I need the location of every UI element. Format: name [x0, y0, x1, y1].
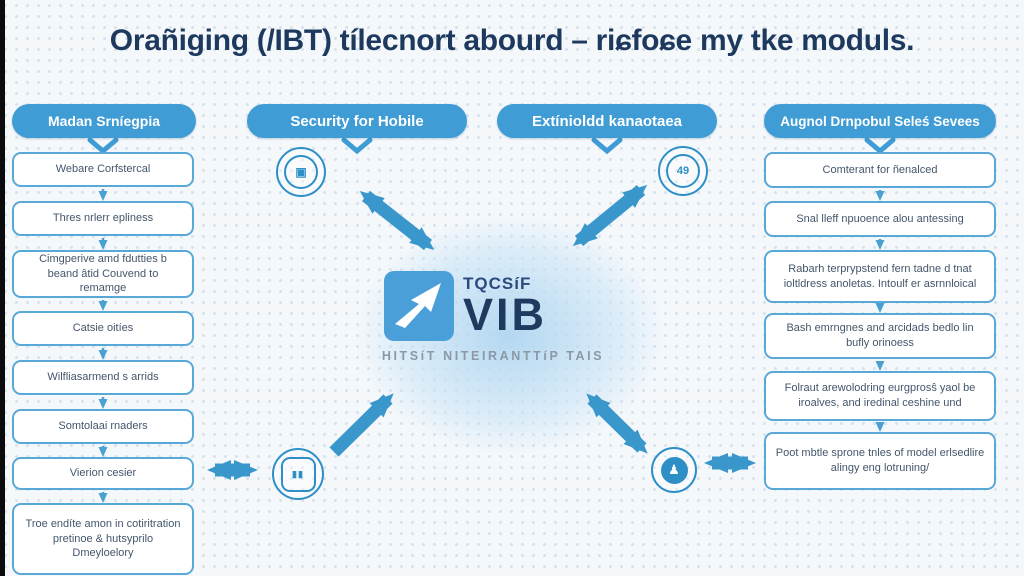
logo-top-text: TQCSíF — [463, 274, 532, 293]
flow-box-left-1: Webare Corfstercal — [12, 152, 194, 187]
number-badge-icon: 49 — [658, 146, 708, 196]
header-security: Security for Hobile — [247, 104, 467, 138]
center-logo: TQCSíF VIB — [383, 270, 613, 342]
flow-box-left-3: Cimgperive amd fdutties b beand âtid Cou… — [12, 250, 194, 298]
left-edge-bar — [0, 0, 5, 576]
arrow-logo-icon — [384, 271, 454, 341]
page-title: Orañiging (/IBT) tílecnort abourd – riɕf… — [109, 24, 915, 57]
camera-badge-icon: ▣ — [276, 147, 326, 197]
flow-box-left-8: Troe endíte amon in cotiritration pretin… — [12, 503, 194, 575]
diagonal-arrow-top-right — [572, 184, 648, 247]
flow-box-right-2: Snal lleff npuoence alou antessing — [764, 201, 996, 237]
logo-tagline: HITSíT NITEIRANTTíP TAIS — [381, 349, 605, 363]
flow-box-right-5: Folraut arewolodring eurgprosŝ yaol be i… — [764, 371, 996, 421]
chevron-down-icon — [591, 137, 623, 155]
diagonal-arrow-bottom-right — [586, 393, 648, 454]
flow-box-right-1: Comterant for ñenalced — [764, 152, 996, 188]
chevron-down-icon — [87, 137, 119, 155]
flow-box-right-4: Bash emrngnes and arcidads bedlo lin buf… — [764, 313, 996, 359]
header-left-column: Madan Srníegpia — [12, 104, 196, 138]
person-badge-icon: ♟ — [651, 447, 697, 493]
flow-box-right-3: Rabarh terprypstend fern tadne d tnat io… — [764, 250, 996, 303]
diagonal-arrow-top-left — [359, 190, 435, 251]
flow-box-left-5: Wilfliasarmend s arrids — [12, 360, 194, 395]
header-extended: Extínioldd kanaotaea — [497, 104, 717, 138]
flow-box-left-2: Thres nrlerr epliness — [12, 201, 194, 236]
flow-box-right-6: Poot mbtle sprone tnles of model erlsedl… — [764, 432, 996, 490]
flow-box-left-6: Somtolaai rnaders — [12, 409, 194, 444]
pause-badge-icon: ▮▮ — [272, 448, 324, 500]
flow-box-left-7: Vierion cesier — [12, 457, 194, 490]
flow-box-left-4: Catsie oitíes — [12, 311, 194, 346]
chevron-down-icon — [864, 137, 896, 155]
diagonal-arrow-bottom-left — [329, 393, 394, 457]
logo-main-text: VIB — [463, 289, 548, 340]
header-right-column: Augnol Drnpobul Seleś Sevees — [764, 104, 996, 138]
chevron-down-icon — [341, 137, 373, 155]
